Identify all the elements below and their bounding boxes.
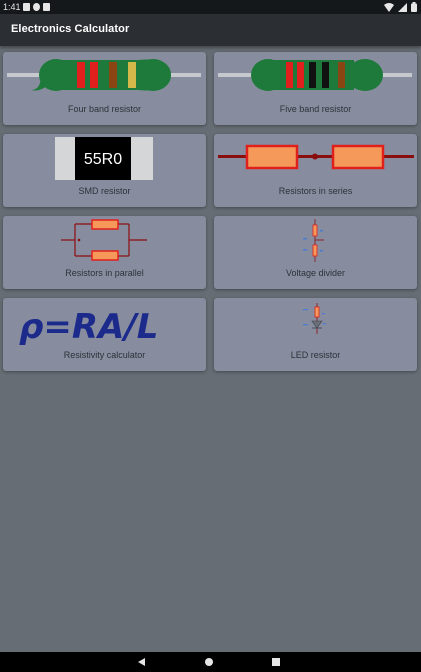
home-icon[interactable] <box>202 655 216 669</box>
recents-icon[interactable] <box>269 655 283 669</box>
status-bar: 1:41 <box>0 0 421 14</box>
card-resistors-in-parallel[interactable]: Resistors in parallel <box>3 216 206 289</box>
battery-icon <box>411 2 417 12</box>
notification-p-icon <box>33 3 40 11</box>
led-resistor-icon <box>303 303 326 334</box>
system-icons <box>384 2 417 12</box>
smd-resistor-icon: 55R0 <box>55 137 153 180</box>
card-label: Resistors in parallel <box>65 268 144 278</box>
card-resistors-in-series[interactable]: Resistors in series <box>214 134 417 207</box>
wifi-icon <box>384 2 394 12</box>
card-voltage-divider[interactable]: Voltage divider <box>214 216 417 289</box>
card-five-band-resistor[interactable]: Five band resistor <box>214 52 417 125</box>
status-time: 1:41 <box>3 2 21 12</box>
five-band-resistor-icon <box>218 59 412 91</box>
resistivity-formula-icon: ρ=RA/L <box>19 307 158 347</box>
notification-a-icon <box>23 3 30 11</box>
card-label: Four band resistor <box>67 104 142 114</box>
app-title: Electronics Calculator <box>11 23 130 35</box>
card-label: Resistivity calculator <box>63 350 146 360</box>
card-led-resistor[interactable]: LED resistor <box>214 298 417 371</box>
parallel-resistors-icon <box>61 219 147 261</box>
card-label: Voltage divider <box>285 268 346 278</box>
navigation-bar <box>0 652 421 672</box>
notification-icons <box>23 3 50 11</box>
card-label: LED resistor <box>290 350 341 360</box>
card-resistivity-calculator[interactable]: ρ=RA/L Resistivity calculator <box>3 298 206 371</box>
back-icon[interactable] <box>135 655 149 669</box>
signal-icon <box>398 2 407 12</box>
four-band-resistor-icon <box>7 59 201 91</box>
app-bar: Electronics Calculator <box>0 14 421 46</box>
sim-icon <box>43 3 50 11</box>
card-four-band-resistor[interactable]: Four band resistor <box>3 52 206 125</box>
card-label: Five band resistor <box>279 104 352 114</box>
card-smd-resistor[interactable]: 55R0 SMD resistor <box>3 134 206 207</box>
smd-chip-text: 55R0 <box>84 151 122 168</box>
card-label: SMD resistor <box>78 186 131 196</box>
resistivity-formula: ρ=RA/L <box>19 307 158 347</box>
card-label: Resistors in series <box>278 186 353 196</box>
voltage-divider-icon <box>303 219 324 262</box>
series-resistors-icon <box>218 144 414 170</box>
